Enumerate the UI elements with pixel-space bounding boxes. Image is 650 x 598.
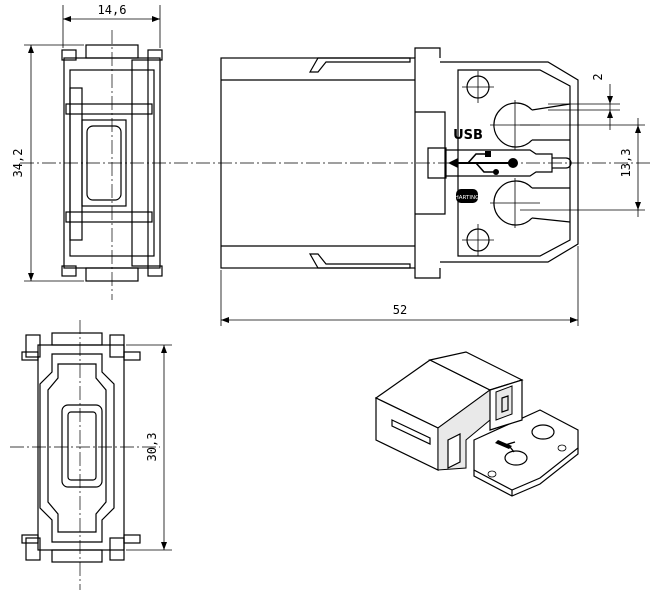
dim-side-height: 34,2 [11,44,84,282]
dim-total-length-label: 52 [393,303,407,317]
dim-pitch: 13,3 [520,118,645,217]
dim-side-height-label: 34,2 [11,149,25,178]
dim-top-width: 14,6 [62,3,161,48]
dim-top-width-label: 14,6 [98,3,127,17]
dim-bottom-height: 30,3 [126,344,172,551]
rear-view [21,332,141,563]
usb-label: USB [453,128,483,143]
dim-gap-label: 2 [591,73,605,80]
harting-logo-text: HARTING [455,195,480,201]
mounting-hole-icon [462,224,494,256]
dim-total-length: 52 [220,246,579,326]
dim-gap: 2 [548,73,620,130]
usb-icon [448,151,518,175]
mounting-hole-icon [462,71,494,103]
isometric-view [374,351,579,497]
dim-pitch-label: 13,3 [619,149,633,178]
dim-bottom-height-label: 30,3 [145,433,159,462]
side-view [220,47,579,279]
harting-logo-icon: HARTING [455,189,480,203]
